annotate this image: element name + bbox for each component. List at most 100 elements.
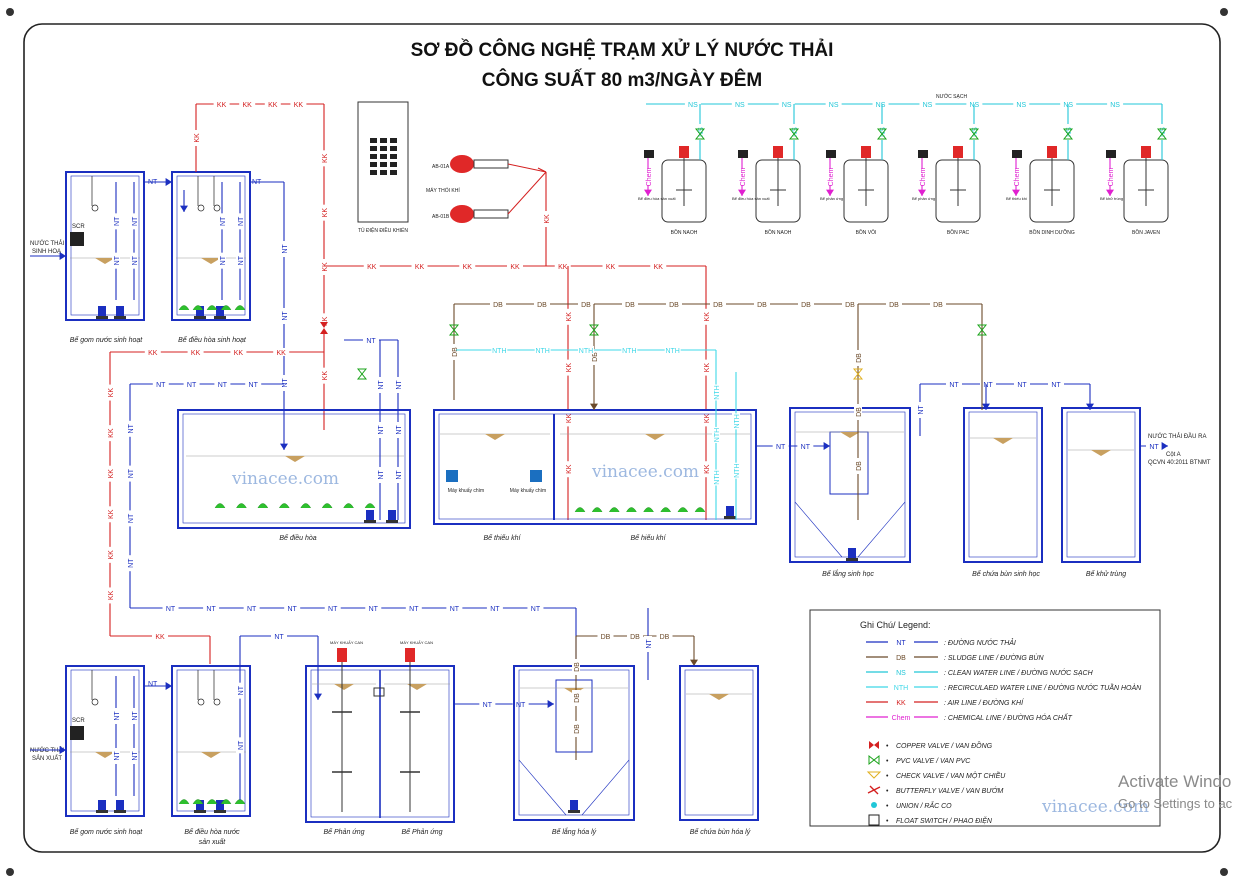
air-diffuser <box>626 507 637 513</box>
drawing-frame <box>23 23 1221 853</box>
pipe-tag: NT <box>238 216 245 226</box>
pipe-tag: KK <box>155 634 165 641</box>
pipe-tag: NT <box>132 255 139 265</box>
pipe-tag-bg <box>106 465 114 482</box>
pipe-tag-bg <box>192 130 200 146</box>
pipe-tag-bg <box>450 344 458 360</box>
pipe-tag: KK <box>108 550 115 560</box>
legend-code-bg <box>888 682 914 692</box>
pipe-tag-bg <box>106 587 114 604</box>
valve <box>356 373 368 380</box>
hopper-wall <box>857 501 906 558</box>
pipe-tag-bg <box>644 169 652 185</box>
pipe-tag: KK <box>510 264 520 271</box>
pipe-tag-bg <box>842 300 858 308</box>
clean-water-label: NƯỚC SẠCH <box>936 93 967 100</box>
air-diffuser <box>321 503 333 509</box>
pipe-tag-bg <box>320 204 328 221</box>
pipe-tag-bg <box>236 737 244 754</box>
frame-bolt <box>6 868 14 876</box>
pipe-tag: Chem <box>740 168 747 187</box>
submersible-pump <box>848 548 856 560</box>
stirrer-label: MÁY KHUẤY CAN <box>400 640 433 645</box>
pipe-tag-bg <box>126 555 134 572</box>
pipe-tag-bg <box>1013 100 1030 108</box>
dosing-destination: Bể điều hòa sản xuất <box>732 196 770 201</box>
pipe-tag: NT <box>282 378 289 388</box>
panel-breaker <box>390 154 397 159</box>
pipe-tag: NT <box>483 702 493 709</box>
pipe-tag: KK <box>322 371 329 381</box>
pipe-tag: KK <box>148 350 158 357</box>
submersible-pump <box>216 800 224 812</box>
pipe-tag-bg <box>363 336 379 344</box>
pipe-tag-bg <box>542 211 550 227</box>
tank-caption: Bể khử trùng <box>1086 570 1126 578</box>
pipe-tag-bg <box>280 375 288 391</box>
dosing-destination: Bể phản ứng <box>912 196 935 201</box>
tank-chua-bun-hoa-ly <box>679 665 759 821</box>
pump-base <box>194 316 206 319</box>
mixer-label: Máy khuấy chìm <box>448 488 484 494</box>
pump-base <box>846 558 858 561</box>
blower-line <box>507 171 547 215</box>
legend-bullet: • <box>886 788 889 795</box>
pipe-tag-bg <box>273 348 290 356</box>
flow-arrow <box>823 442 830 450</box>
tank-dieu-hoa-sinh-hoat <box>171 171 251 321</box>
pipe-tag: NS <box>688 102 698 109</box>
pipe-tag-bg <box>597 632 614 640</box>
blower-pipe <box>473 209 509 219</box>
panel-breaker <box>380 154 387 159</box>
pipe-tag: NT <box>148 179 158 186</box>
pipe-tag-bg <box>183 380 200 388</box>
flow-arrow <box>1161 442 1168 450</box>
pipe-tag: NS <box>923 102 933 109</box>
pipe-tag-bg <box>696 124 704 140</box>
pipe-tag-bg <box>578 300 594 308</box>
chemical-tank-label: BỒN VÔI <box>856 229 877 236</box>
air-blower <box>450 205 474 223</box>
clarifier-well <box>555 679 593 753</box>
pipe-tag: NT <box>187 382 197 389</box>
pipe-tag: NS <box>735 102 745 109</box>
pipe-tag-bg <box>564 410 572 427</box>
pipe-tag-bg <box>280 308 288 324</box>
pipe-tag: NTH <box>579 348 593 355</box>
pvc-valve-icon <box>868 754 880 766</box>
pipe-tag-bg <box>130 213 138 230</box>
pipe-tag-bg <box>126 510 134 527</box>
butterfly-valve-icon <box>867 785 881 795</box>
air-diffuser <box>364 503 376 509</box>
pipe-tag-bg <box>710 300 726 308</box>
pipe-tag-bg <box>320 313 328 330</box>
submersible-pump <box>570 800 578 812</box>
pipe-tag-bg <box>738 169 746 185</box>
pipe-tag-bg <box>512 700 529 708</box>
legend-text: BUTTERFLY VALVE / VAN BƯỚM <box>896 786 1004 795</box>
scr-label: SCR <box>72 224 85 230</box>
diagram-subtitle: CÔNG SUẤT 80 m3/NGÀY ĐÊM <box>481 70 763 91</box>
flow-arrow <box>180 205 188 212</box>
pipe-tag-bg <box>918 169 926 185</box>
legend-code: NTH <box>894 685 908 692</box>
pipe-tag-bg <box>106 506 114 523</box>
pipe-tag: DB <box>493 302 503 309</box>
pipe-tag: NTH <box>714 385 721 399</box>
chemical-tank-label: BỒN NAOH <box>671 229 698 236</box>
dosing-pump <box>738 150 748 158</box>
pipe-tag: KK <box>704 413 711 423</box>
pipe-tag: KK <box>558 264 568 271</box>
air-diffuser <box>591 507 603 513</box>
pipe-tag: DB <box>630 634 640 641</box>
pipe-tag: NT <box>132 751 139 761</box>
tank-caption: sản xuất <box>199 838 227 846</box>
pipe-tag-bg <box>106 425 114 442</box>
pipe-tag: NT <box>238 740 245 750</box>
float-switch-icon <box>868 814 880 826</box>
float-switch <box>197 698 205 706</box>
activation-hint: Go to Settings to ac <box>1118 796 1233 811</box>
pipe-tag-bg <box>106 546 114 563</box>
dosing-mixer <box>1141 146 1151 158</box>
